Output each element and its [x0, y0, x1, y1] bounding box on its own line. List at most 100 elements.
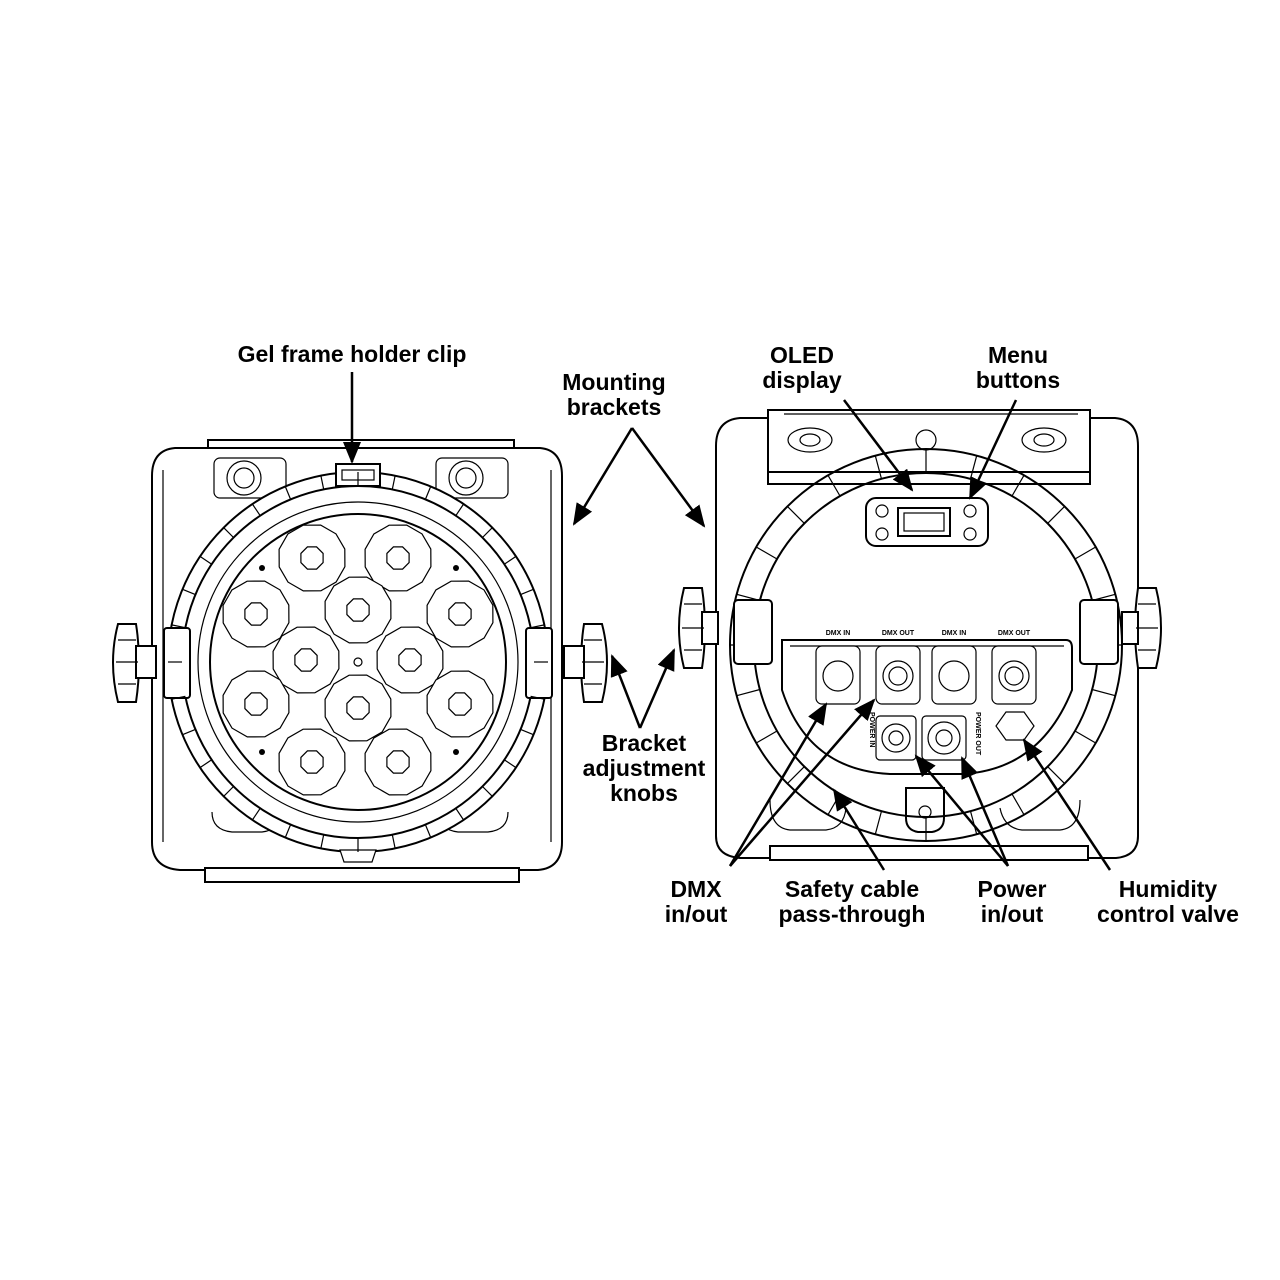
dmx-in-a-label: DMX IN [826, 630, 851, 637]
bezel-tick [182, 728, 196, 736]
dmx-in-connector-b[interactable] [931, 645, 977, 705]
dmx-out-connector-a[interactable] [875, 645, 921, 705]
oled-display [897, 507, 951, 537]
bezel-tick [424, 486, 432, 500]
menu-button-4[interactable] [963, 527, 977, 541]
label-dmx-line1: DMX [670, 876, 722, 902]
label-gel-frame-holder-clip: Gel frame holder clip [238, 341, 467, 367]
bezel-tick [424, 824, 432, 838]
label-power-line2: in/out [981, 901, 1044, 927]
led-lens [324, 576, 392, 644]
dmx-out-connector-b[interactable] [991, 645, 1037, 705]
front-lens-plate [209, 513, 507, 811]
bezel-tick [251, 807, 261, 821]
led-lens [272, 626, 340, 694]
bezel-tick [482, 786, 493, 797]
front-view [112, 439, 608, 883]
label-dmx-line2: in/out [665, 901, 728, 927]
dmx-in-connector-a[interactable] [815, 645, 861, 705]
front-knob-right [563, 623, 608, 703]
arrow-menu-buttons [968, 399, 1018, 500]
ring-segment-divider [1091, 688, 1116, 697]
bezel-tick [199, 555, 213, 565]
bezel-tick [530, 624, 545, 629]
label-knobs-line2: adjustment [583, 755, 706, 781]
ring-segment-divider [1074, 730, 1097, 744]
front-knob-left [112, 623, 157, 703]
bezel-tick [530, 695, 545, 700]
menu-button-3[interactable] [963, 504, 977, 518]
led-lens [278, 728, 346, 796]
dmx-out-b-label: DMX OUT [998, 630, 1031, 637]
ring-segment-divider [786, 505, 805, 524]
label-mounting-line1: Mounting [562, 369, 665, 395]
bezel-tick [284, 486, 292, 500]
bezel-tick [182, 588, 196, 596]
front-side-clamp-right [525, 627, 553, 699]
ring-segment-divider [969, 810, 978, 835]
arrow-humidity [1022, 738, 1112, 871]
menu-button-2[interactable] [875, 527, 889, 541]
arrow-power-2 [960, 756, 1010, 867]
bezel-tick [455, 503, 465, 517]
label-mounting-line2: brackets [567, 394, 662, 420]
led-lens [364, 524, 432, 592]
power-out-connector[interactable] [921, 715, 967, 761]
ring-segment-divider [1011, 793, 1025, 816]
dmx-out-a-label: DMX OUT [882, 630, 915, 637]
label-menu-line2: buttons [976, 367, 1060, 393]
arrow-mounting-right [630, 427, 706, 528]
label-safety-line2: pass-through [779, 901, 926, 927]
bezel-tick [251, 503, 261, 517]
bezel-tick [391, 834, 396, 849]
ring-segment-divider [755, 730, 778, 744]
front-mount-nut-right [435, 457, 509, 499]
front-bottom-bracket [204, 867, 520, 883]
arrow-dmx-1 [728, 702, 828, 867]
power-in-label: POWER IN [868, 712, 875, 747]
ring-segment-divider [786, 766, 805, 785]
callout-arrows [343, 372, 1112, 871]
ring-segment-divider [1011, 474, 1025, 497]
callout-labels: Gel frame holder clip Mounting brackets … [238, 341, 1239, 927]
ring-segment-divider [969, 455, 978, 480]
ring-segment-divider [874, 455, 883, 480]
arrow-knob-right [638, 648, 676, 729]
ring-segment-divider [874, 810, 883, 835]
label-knobs-line3: knobs [610, 780, 678, 806]
ring-segment-divider [755, 546, 778, 560]
bezel-tick [455, 807, 465, 821]
arrow-power-1 [914, 754, 1009, 867]
bezel-tick [320, 475, 325, 490]
ring-segment-divider [1074, 546, 1097, 560]
bezel-tick [284, 824, 292, 838]
ring-segment-divider [1047, 505, 1066, 524]
arrow-dmx-2 [729, 698, 876, 867]
dmx-in-b-label: DMX IN [942, 630, 967, 637]
arrow-safety-cable [832, 788, 886, 871]
rear-top-bolt [915, 429, 937, 451]
menu-button-1[interactable] [875, 504, 889, 518]
led-lens [324, 674, 392, 742]
power-in-connector[interactable] [875, 715, 917, 761]
label-oled-line2: display [762, 367, 841, 393]
ring-segment-divider [736, 688, 761, 697]
rear-ring-segments [730, 449, 1122, 841]
bezel-tick [171, 695, 186, 700]
ring-segment-divider [827, 474, 841, 497]
rear-mount-nut-right [1021, 427, 1067, 453]
rear-side-clamp-right [1079, 599, 1119, 665]
label-menu-line1: Menu [988, 342, 1048, 368]
oled-panel [865, 497, 989, 547]
bezel-tick [520, 588, 534, 596]
power-out-label: POWER OUT [974, 712, 981, 756]
bezel-tick [223, 786, 234, 797]
bezel-tick [503, 759, 517, 769]
label-safety-line1: Safety cable [785, 876, 919, 902]
safety-cable-tab [905, 787, 945, 833]
led-lens [222, 670, 290, 738]
led-lens [376, 626, 444, 694]
label-oled-line1: OLED [770, 342, 834, 368]
